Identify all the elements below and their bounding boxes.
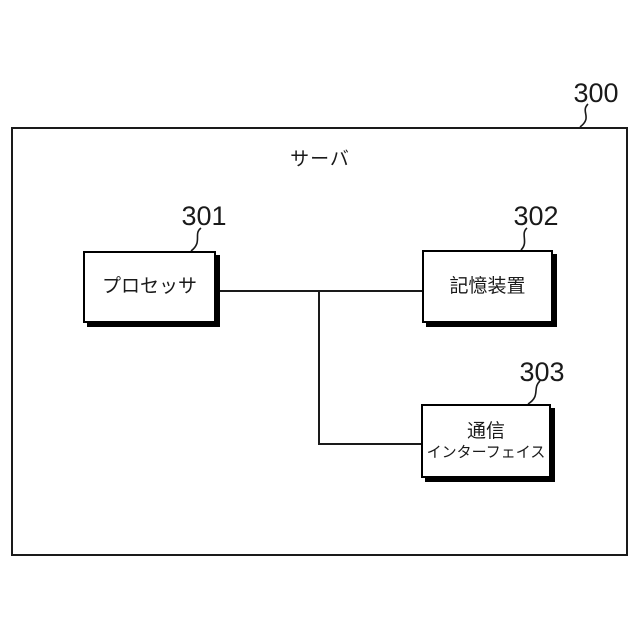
ref-label-301: 301 xyxy=(181,201,227,231)
communication-interface-label-line1: 通信 xyxy=(466,420,505,442)
ref-label-300: 300 xyxy=(573,78,619,108)
leader-line-303 xyxy=(527,380,541,405)
connector-comm-interface xyxy=(318,291,421,445)
processor-box-label: プロセッサ xyxy=(101,276,197,298)
server-outer-box xyxy=(11,127,628,556)
server-title: サーバ xyxy=(290,149,350,170)
storage-box: 記憶装置 xyxy=(422,250,553,323)
processor-box: プロセッサ xyxy=(83,251,216,323)
ref-label-303: 303 xyxy=(519,357,565,387)
communication-interface-label-line2: インターフェイス xyxy=(426,443,546,461)
leader-line-302 xyxy=(520,227,528,251)
leader-line-300 xyxy=(579,103,589,128)
ref-label-302: 302 xyxy=(513,201,559,231)
leader-line-301 xyxy=(190,227,202,252)
communication-interface-box: 通信 インターフェイス xyxy=(421,404,551,478)
storage-box-label: 記憶装置 xyxy=(449,275,526,297)
